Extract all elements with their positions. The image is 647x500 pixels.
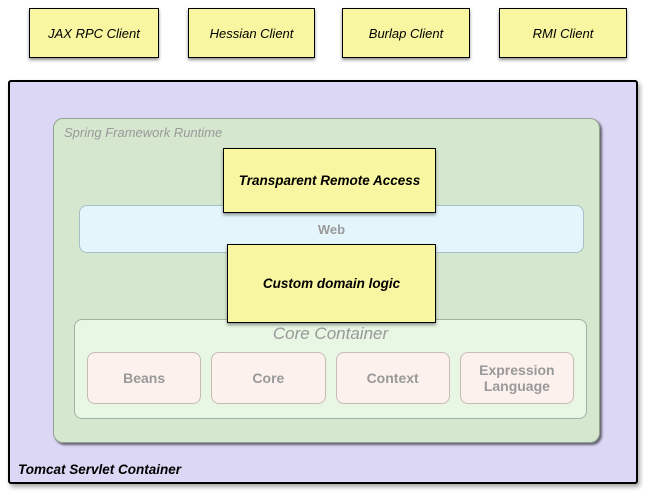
tomcat-servlet-container: Spring Framework Runtime Web Core Contai… bbox=[8, 80, 638, 484]
client-label: Hessian Client bbox=[209, 25, 294, 41]
client-box-burlap: Burlap Client bbox=[342, 8, 470, 58]
module-label: Context bbox=[366, 369, 419, 386]
spring-framework-runtime: Spring Framework Runtime Web Core Contai… bbox=[53, 118, 600, 443]
tomcat-container-label: Tomcat Servlet Container bbox=[18, 462, 182, 477]
client-box-jax-rpc: JAX RPC Client bbox=[29, 8, 159, 58]
runtime-label: Spring Framework Runtime bbox=[64, 125, 223, 140]
transparent-remote-access-box: Transparent Remote Access bbox=[223, 148, 436, 213]
core-container-title: Core Container bbox=[272, 324, 389, 343]
core-container: Core Container Beans Core Context Expres… bbox=[74, 319, 587, 419]
module-core: Core bbox=[211, 352, 326, 404]
module-label: Core bbox=[252, 369, 285, 386]
custom-domain-logic-label: Custom domain logic bbox=[262, 276, 401, 291]
client-box-rmi: RMI Client bbox=[499, 8, 627, 58]
client-label: Burlap Client bbox=[368, 25, 444, 41]
client-label: JAX RPC Client bbox=[48, 25, 140, 41]
transparent-remote-access-label: Transparent Remote Access bbox=[238, 173, 421, 188]
client-box-hessian: Hessian Client bbox=[188, 8, 315, 58]
module-beans: Beans bbox=[87, 352, 202, 404]
module-label: Beans bbox=[123, 369, 166, 386]
client-label: RMI Client bbox=[532, 25, 594, 41]
web-layer-label: Web bbox=[317, 221, 346, 237]
module-label: Expression Language bbox=[479, 361, 555, 394]
module-context: Context bbox=[335, 352, 450, 404]
module-expression-language: Expression Language bbox=[459, 352, 574, 404]
custom-domain-logic-box: Custom domain logic bbox=[227, 244, 436, 323]
core-modules-row: Beans Core Context Expression Language bbox=[75, 352, 586, 404]
